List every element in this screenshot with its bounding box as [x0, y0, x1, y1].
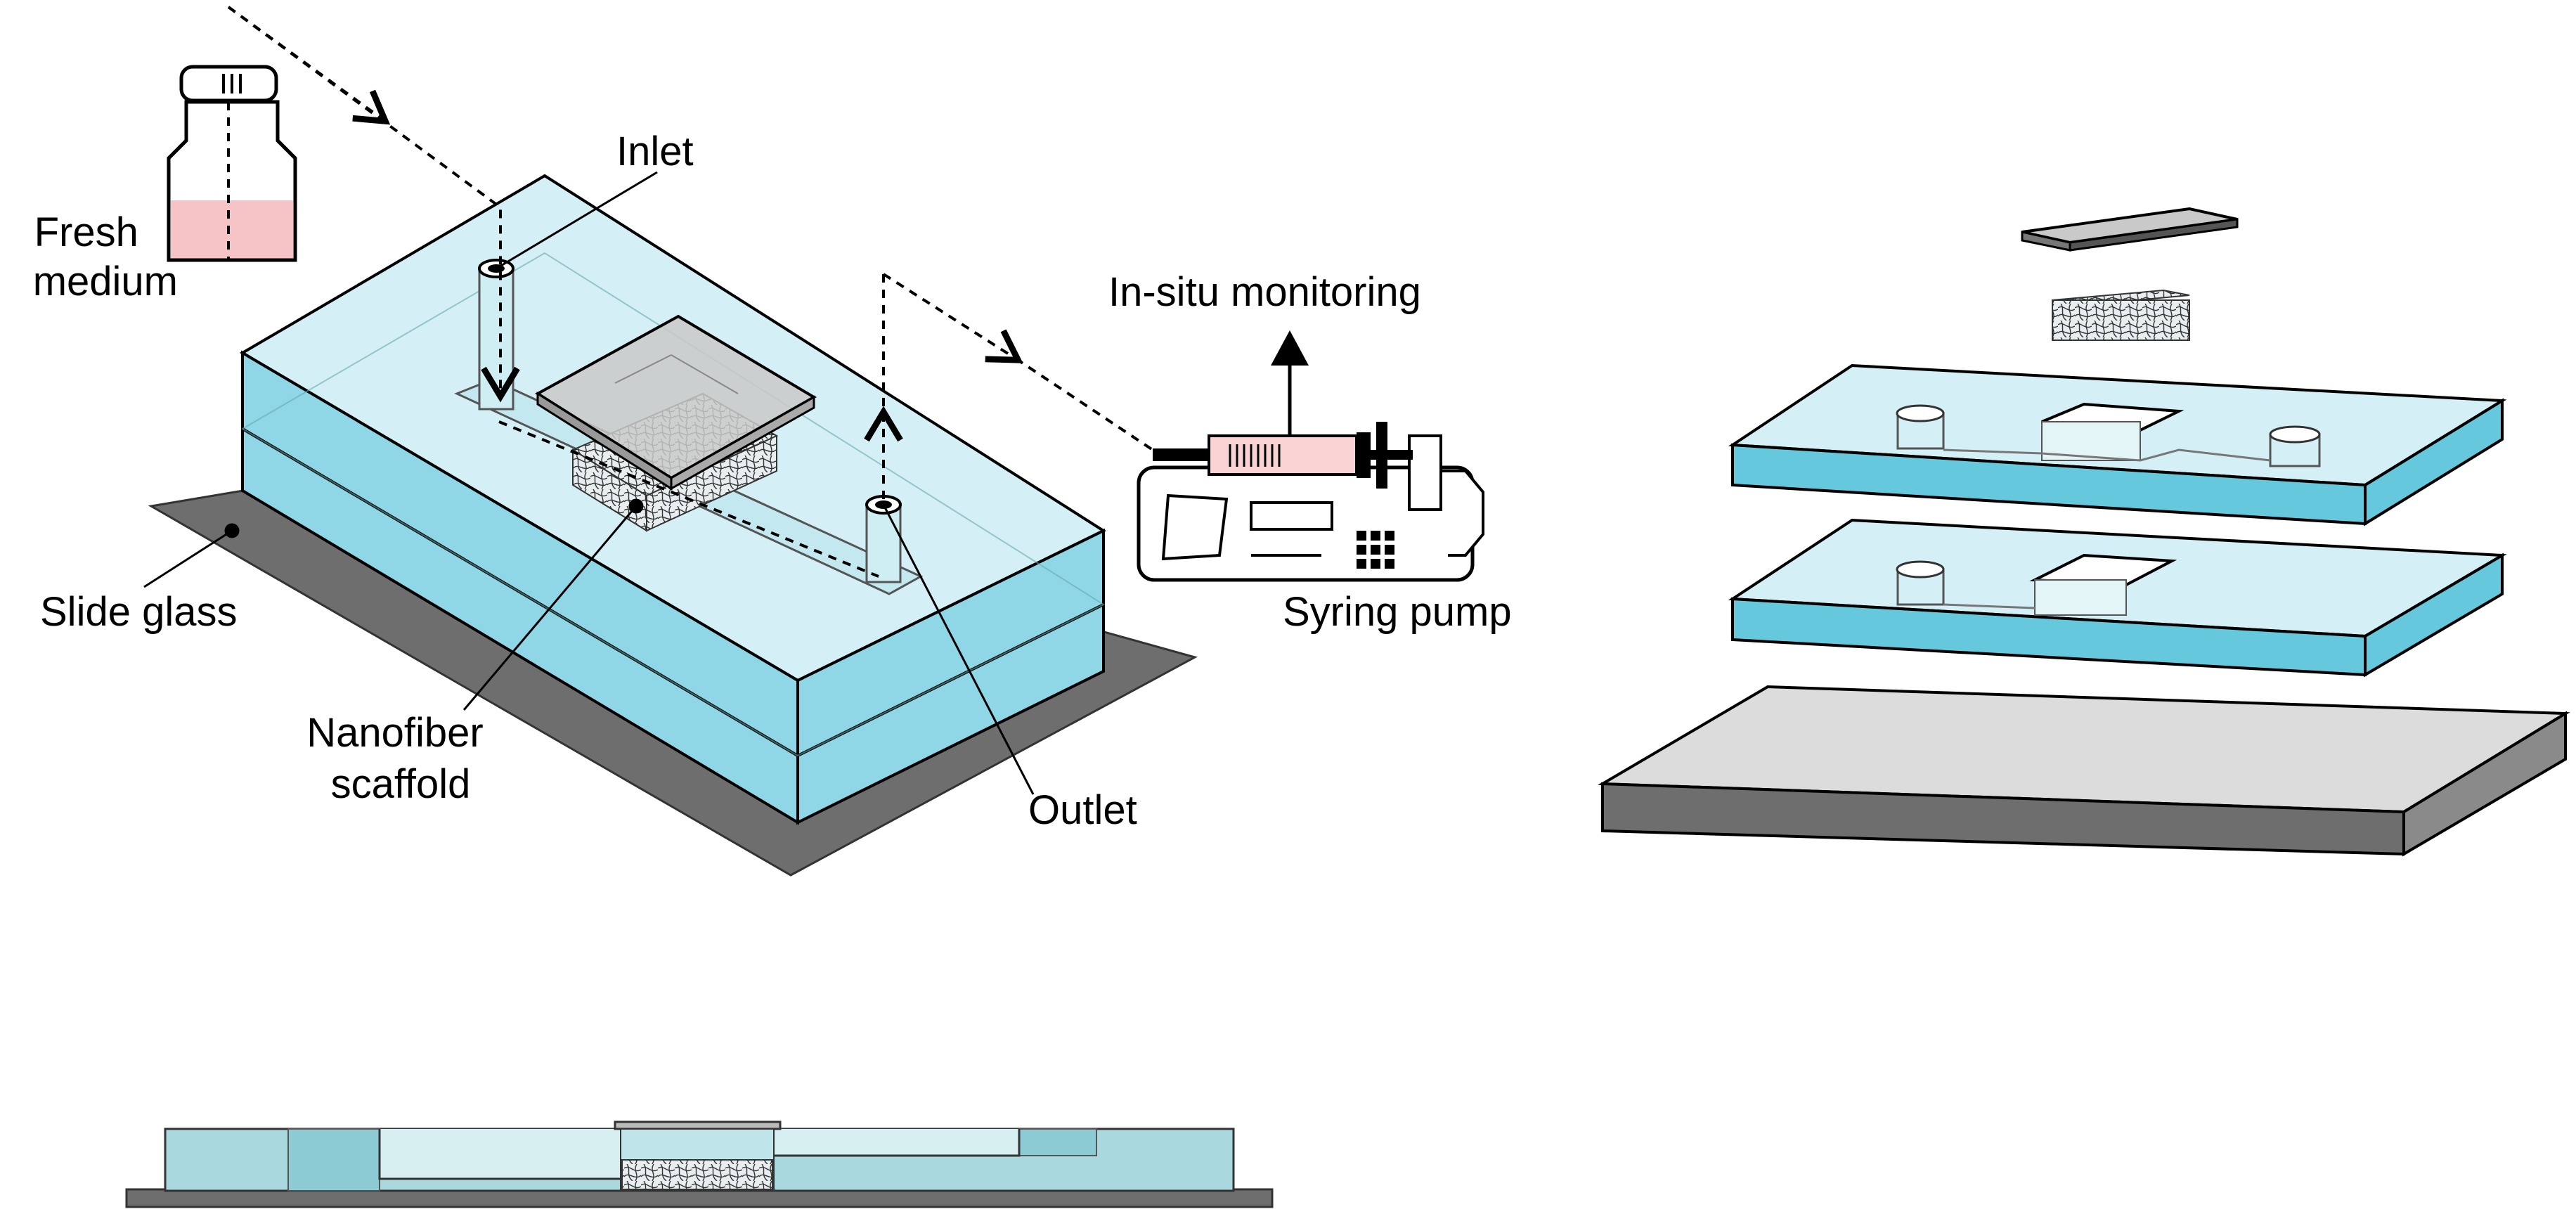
syringe-pump-label: Syring pump	[1283, 589, 1512, 635]
label-leaders	[143, 171, 1035, 795]
pdms-block-right-face	[796, 528, 1105, 825]
flow-path	[227, 6, 1154, 578]
syringe-pump	[1137, 330, 1484, 582]
fresh-medium-label: Fresh medium	[33, 209, 178, 304]
cover-slip	[535, 314, 817, 491]
exploded-view	[1598, 207, 2570, 857]
outlet-label: Outlet	[1028, 787, 1137, 833]
outlet-port	[865, 495, 902, 583]
exploded-slide-glass	[1598, 685, 2570, 857]
cross-section-view	[125, 1120, 1274, 1208]
in-situ-monitoring-label: In-situ monitoring	[1108, 269, 1421, 315]
exploded-scaffold	[2052, 289, 2190, 341]
slide-glass-label: Slide glass	[40, 589, 237, 635]
inlet-label: Inlet	[616, 129, 694, 174]
assembled-device: Fresh medium Inlet In-situ monitoring Sy…	[33, 6, 1512, 877]
exploded-cover-slip	[2021, 207, 2239, 252]
nanofiber-scaffold-label: Nanofiber scaffold	[306, 710, 495, 807]
inlet-port	[478, 259, 514, 411]
exploded-upper-pdms-layer	[1728, 363, 2507, 526]
exploded-lower-pdms-layer	[1728, 518, 2507, 678]
medium-bottle	[167, 65, 297, 262]
